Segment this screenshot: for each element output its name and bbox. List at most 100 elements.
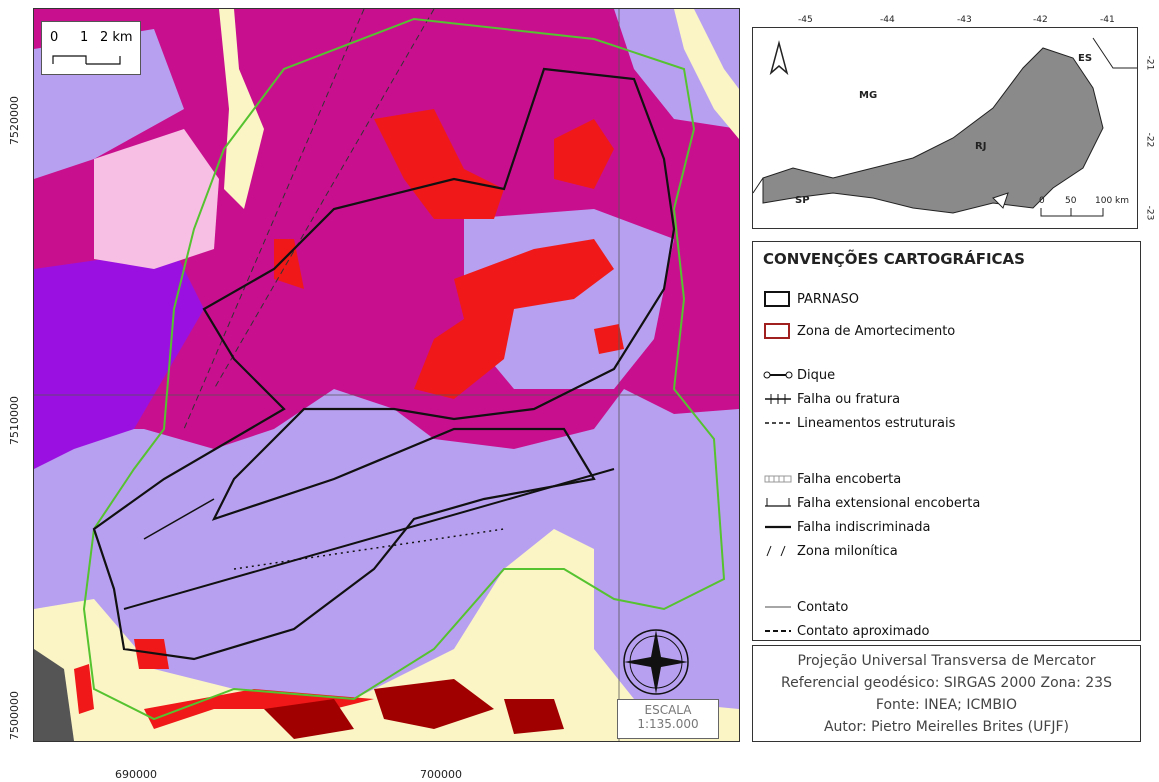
darkred-zone-2 bbox=[374, 679, 494, 729]
inset-scalebar-label-50: 50 bbox=[1065, 196, 1077, 206]
legend-label: Lineamentos estruturais bbox=[797, 415, 956, 431]
legend-item-contato: Contato bbox=[763, 598, 848, 616]
darkred-zone-3 bbox=[504, 699, 564, 734]
legend-label: Falha extensional encoberta bbox=[797, 495, 981, 511]
y-tick-7520000: 7520000 bbox=[8, 96, 21, 145]
state-borders bbox=[753, 37, 1137, 194]
red-zone-3 bbox=[554, 119, 614, 189]
gray-unit-sw bbox=[34, 649, 74, 741]
fault-line-1 bbox=[123, 468, 615, 610]
scalebar-graphic bbox=[52, 55, 121, 65]
fault-line-2 bbox=[143, 498, 215, 540]
scalebar: 0 1 2 km bbox=[41, 21, 141, 75]
legend-item-falha-extensional: Falha extensional encoberta bbox=[763, 494, 980, 512]
scalebar-label-2: 2 km bbox=[100, 30, 133, 45]
buffer-zone-outline bbox=[82, 17, 726, 721]
escala-value: 1:135.000 bbox=[637, 717, 699, 731]
legend-label: Zona milonítica bbox=[797, 543, 898, 559]
red-zone-2 bbox=[414, 239, 614, 399]
red-zone-7 bbox=[144, 689, 374, 729]
legend-label: Zona de Amortecimento bbox=[797, 323, 956, 339]
inset-x-tick--43: -43 bbox=[957, 15, 972, 25]
bay-shape bbox=[992, 192, 1009, 209]
hatched-line-icon bbox=[764, 475, 792, 483]
scalebar-label-1: 1 bbox=[80, 30, 89, 45]
legend-label: Falha encoberta bbox=[797, 471, 902, 487]
parnaso-boundary bbox=[92, 67, 676, 661]
legend-panel: CONVENÇÕES CARTOGRÁFICAS PARNASO Zona de… bbox=[752, 241, 1141, 641]
red-zone-1 bbox=[374, 109, 504, 219]
info-line-projection: Projeção Universal Transversa de Mercato… bbox=[797, 653, 1096, 669]
inset-north-arrow-icon bbox=[769, 40, 789, 76]
legend-item-falha-encoberta: Falha encoberta bbox=[763, 470, 901, 488]
inset-x-tick--41: -41 bbox=[1100, 15, 1115, 25]
gray-line-icon bbox=[765, 606, 791, 608]
state-label-rj: RJ bbox=[975, 141, 987, 152]
legend-item-contato-aproximado: Contato aproximado bbox=[763, 622, 930, 640]
map-info-panel: Projeção Universal Transversa de Mercato… bbox=[752, 645, 1141, 742]
inset-y-tick--23: -23 bbox=[1144, 205, 1155, 221]
lineament-1 bbox=[183, 9, 365, 430]
info-line-source: Fonte: INEA; ICMBIO bbox=[875, 697, 1018, 713]
legend-item-lineamentos: Lineamentos estruturais bbox=[763, 414, 955, 432]
inset-scalebar-label-0: 0 bbox=[1039, 196, 1045, 206]
info-line-author: Autor: Pietro Meirelles Brites (UFJF) bbox=[823, 719, 1070, 735]
y-tick-7500000: 7500000 bbox=[8, 691, 21, 740]
inset-scalebar-label-100: 100 km bbox=[1095, 196, 1130, 206]
x-tick-690000: 690000 bbox=[115, 768, 157, 781]
black-box-icon bbox=[764, 291, 790, 307]
solid-line-icon bbox=[765, 525, 791, 529]
legend-label: Contato aproximado bbox=[797, 623, 930, 639]
red-zone-4 bbox=[274, 239, 304, 289]
state-label-mg: MG bbox=[859, 90, 878, 101]
state-label-es: ES bbox=[1078, 53, 1093, 64]
legend-item-parnaso: PARNASO bbox=[763, 290, 859, 308]
inset-map-canvas bbox=[753, 37, 1137, 217]
fault-ticks-icon bbox=[765, 394, 791, 404]
escala-title: ESCALA bbox=[644, 703, 692, 717]
ext-fault-icon bbox=[765, 498, 791, 507]
cream-river-n bbox=[219, 9, 264, 209]
dashed-line-icon bbox=[765, 422, 791, 424]
state-label-sp: SP bbox=[795, 195, 810, 206]
inset-x-tick--44: -44 bbox=[880, 15, 895, 25]
legend-label: Contato bbox=[797, 599, 849, 615]
inset-x-tick--42: -42 bbox=[1033, 15, 1048, 25]
geology-map-canvas bbox=[34, 9, 739, 741]
red-zone-5 bbox=[594, 324, 624, 354]
rj-state-shape bbox=[762, 47, 1104, 214]
pink-unit bbox=[94, 129, 219, 269]
legend-item-falha-indiscriminada: Falha indiscriminada bbox=[763, 518, 931, 536]
dashed-dark-icon bbox=[765, 630, 791, 632]
legend-label: Dique bbox=[797, 367, 836, 383]
legend-title: CONVENÇÕES CARTOGRÁFICAS bbox=[763, 250, 1025, 268]
scalebar-label-0: 0 bbox=[50, 30, 59, 45]
main-map[interactable]: 0 1 2 km ESCALA 1:135.000 bbox=[33, 8, 740, 742]
legend-item-zona-milonitica: Zona milonítica bbox=[763, 542, 898, 560]
y-tick-7510000: 7510000 bbox=[8, 396, 21, 445]
info-line-datum: Referencial geodésico: SIRGAS 2000 Zona:… bbox=[781, 675, 1112, 691]
inset-scalebar-graphic bbox=[1040, 208, 1104, 217]
red-box-icon bbox=[764, 323, 790, 339]
inset-map[interactable]: MG ES RJ SP 0 50 100 km bbox=[752, 27, 1138, 229]
magenta-unit-e bbox=[684, 249, 739, 409]
cream-unit bbox=[34, 529, 739, 741]
red-zone-8 bbox=[74, 664, 94, 714]
legend-label: Falha ou fratura bbox=[797, 391, 901, 407]
legend-item-zona: Zona de Amortecimento bbox=[763, 322, 955, 340]
inset-y-tick--21: -21 bbox=[1144, 55, 1155, 71]
lineament-2 bbox=[213, 9, 435, 390]
purple-unit bbox=[34, 249, 204, 469]
legend-label: PARNASO bbox=[797, 291, 860, 307]
dike-icon bbox=[763, 371, 793, 379]
x-tick-700000: 700000 bbox=[420, 768, 462, 781]
legend-item-falha-fratura: Falha ou fratura bbox=[763, 390, 900, 408]
escala-box: ESCALA 1:135.000 bbox=[617, 699, 719, 739]
inset-y-tick--22: -22 bbox=[1144, 132, 1155, 148]
cream-river-ne bbox=[674, 9, 739, 139]
legend-label: Falha indiscriminada bbox=[797, 519, 931, 535]
slashes-icon bbox=[766, 545, 786, 557]
compass-rose-icon bbox=[623, 629, 689, 695]
inset-x-tick--45: -45 bbox=[798, 15, 813, 25]
darkred-zone-1 bbox=[264, 699, 354, 739]
